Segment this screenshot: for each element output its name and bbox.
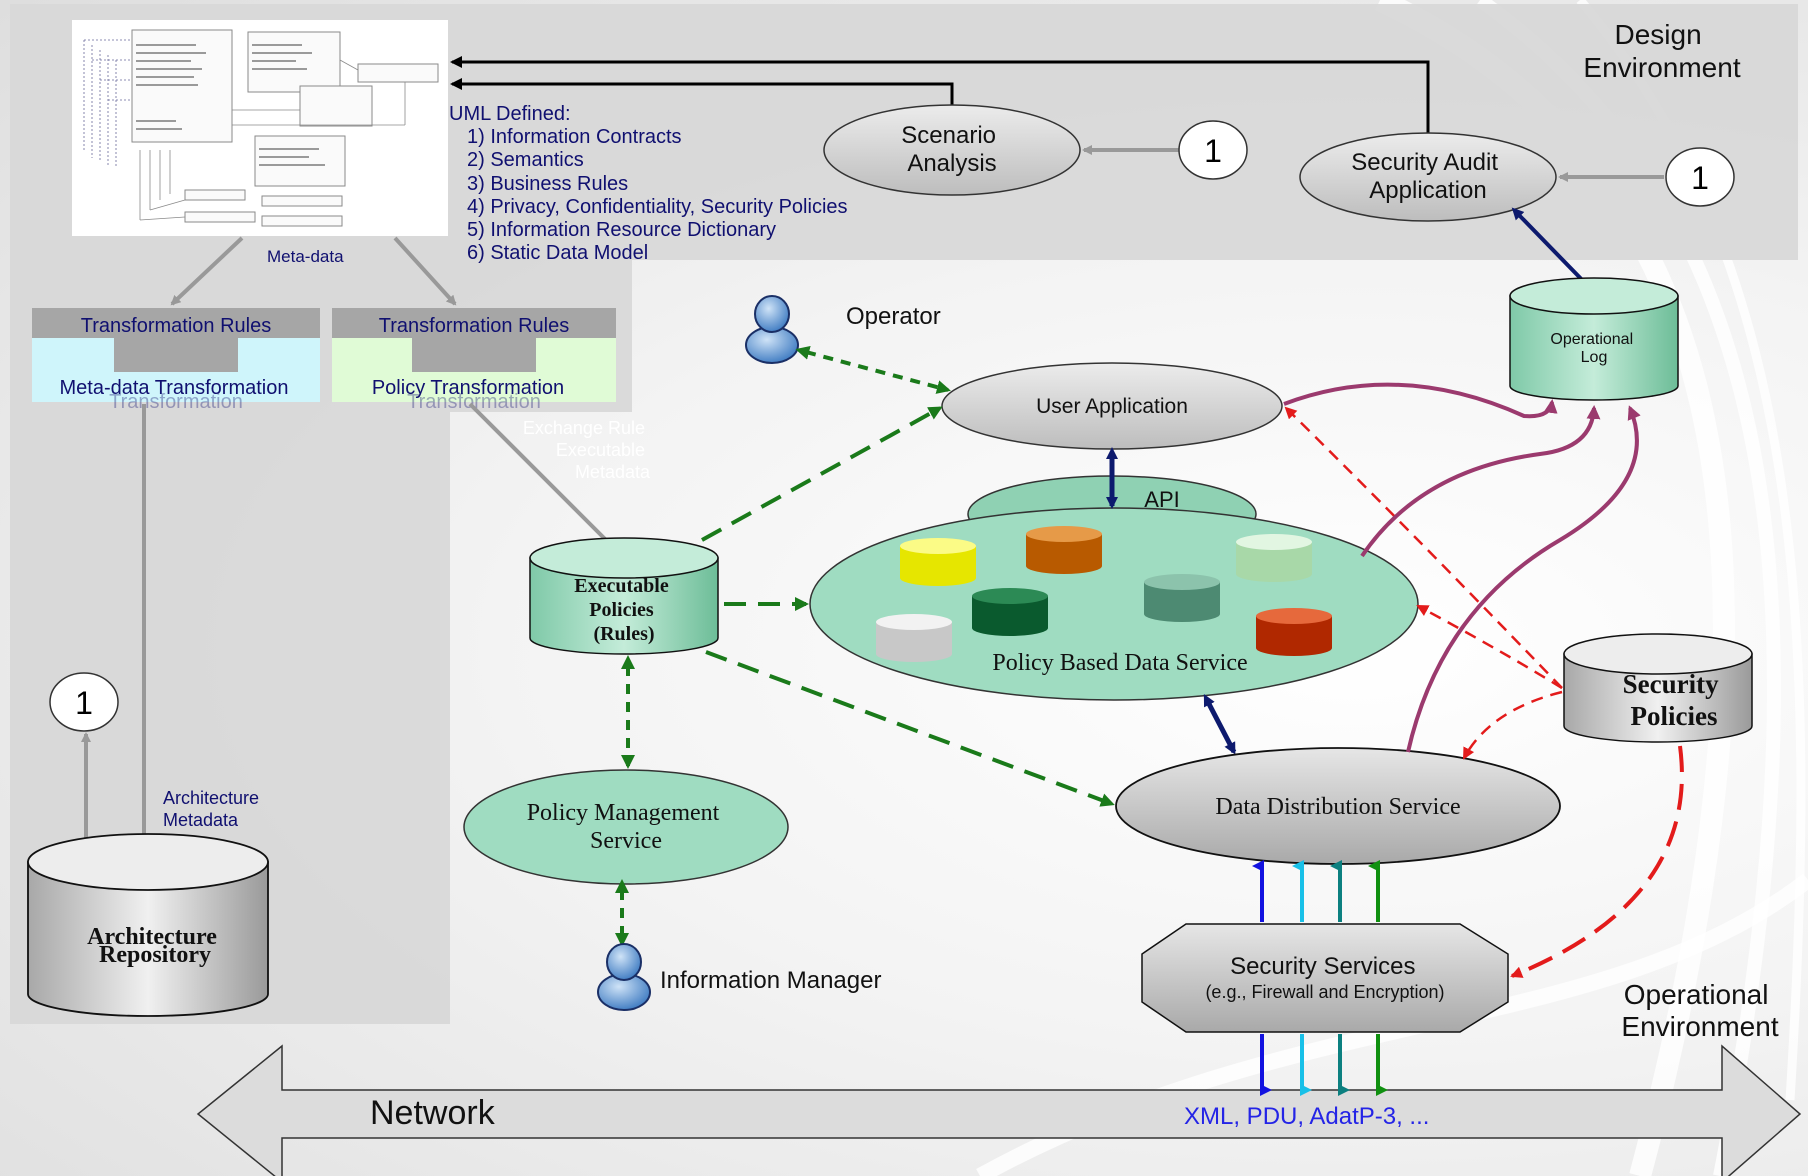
security-to-network-arrows xyxy=(1260,1034,1388,1096)
marker-one-architecture: 1 xyxy=(49,672,119,732)
operator-user-app-link xyxy=(795,346,951,394)
dds-to-log-arrow xyxy=(1406,405,1641,753)
user-app-to-log-arrow xyxy=(1283,382,1558,419)
policy-to-dds-arrow xyxy=(1462,690,1563,760)
teal-data-store xyxy=(1144,574,1220,622)
uml-to-metadata-transform-arrow xyxy=(170,236,244,306)
svg-text:1: 1 xyxy=(75,685,93,721)
uml-to-policy-transform-arrow xyxy=(393,236,457,306)
operator-person-icon xyxy=(745,295,799,364)
security-to-dds-arrows xyxy=(1252,860,1380,922)
red-data-store xyxy=(1256,608,1332,656)
yellow-data-store xyxy=(900,538,976,586)
policy-transformation-ghost: Transformation xyxy=(407,391,541,413)
policy-to-security-services-arrow xyxy=(1510,745,1684,978)
gray-data-store xyxy=(876,614,952,662)
dark-green-data-store xyxy=(972,588,1048,636)
policy-management-service: Policy Management Service xyxy=(463,769,789,885)
audit-log-link xyxy=(1511,207,1593,291)
svg-text:Security Policies: Security Policies xyxy=(1623,669,1726,731)
svg-text:API: API xyxy=(1144,487,1179,512)
light-green-data-store xyxy=(1236,534,1312,582)
audit-to-uml-arrow xyxy=(450,56,1430,134)
information-manager-label: Information Manager xyxy=(660,967,881,994)
svg-text:User Application: User Application xyxy=(1036,395,1188,418)
scenario-analysis-node: Scenario Analysis xyxy=(823,104,1081,196)
svg-text:1: 1 xyxy=(1691,160,1709,196)
data-service-to-log-arrow xyxy=(1360,405,1601,558)
data-store-cylinders xyxy=(876,526,1332,662)
uml-diagram-thumbnail xyxy=(72,20,448,236)
metadata-label: Meta-data xyxy=(267,247,344,266)
metadata-transformation-box: Transformation Rules Transformation Meta… xyxy=(32,308,320,413)
metadata-transformation-label: Meta-data Transformation xyxy=(60,377,289,399)
svg-text:Data Distribution Service: Data Distribution Service xyxy=(1215,794,1460,820)
policy-transformation-header: Transformation Rules xyxy=(379,315,569,337)
user-application-node: User Application xyxy=(941,362,1283,450)
svg-text:Scenario Analysis: Scenario Analysis xyxy=(901,122,1002,177)
architecture-metadata-label: Architecture Metadata xyxy=(163,788,264,830)
exec-to-dds-arrow xyxy=(705,650,1115,807)
faded-exchange-rule-text: Exchange Rule Executable Metadata xyxy=(523,418,651,482)
svg-text:Executable Policies: Executable Policies (Rules) xyxy=(574,575,673,645)
uml-defined-list: UML Defined: 1) Information Contracts 2)… xyxy=(449,103,853,264)
policy-transformation-label: Policy Transformation xyxy=(372,377,564,399)
executable-policies-cylinder: Executable Policies (Rules) xyxy=(529,537,719,655)
operator-label: Operator xyxy=(846,303,941,330)
security-audit-node: Security Audit Application xyxy=(1299,132,1557,222)
security-policies-cylinder: Security Policies xyxy=(1563,633,1753,743)
policy-based-data-service: Policy Based Data Service xyxy=(809,507,1419,701)
svg-text:Policy Management Servic: Policy Management Service xyxy=(527,800,726,854)
svg-text:Architecture Repository: Architecture Repository xyxy=(87,924,223,968)
operational-environment-title: Operational Environment xyxy=(1621,979,1778,1042)
svg-text:Policy Based Data Service: Policy Based Data Service xyxy=(992,650,1247,676)
design-environment-title: Design Environment xyxy=(1583,19,1740,83)
svg-text:Operational Log: Operational Log xyxy=(1550,331,1637,366)
scenario-to-uml-arrow xyxy=(450,78,954,110)
network-label: Network xyxy=(370,1094,496,1132)
security-services-node: Security Services (e.g., Firewall and En… xyxy=(1141,923,1509,1033)
policy-transform-to-exec-arrow xyxy=(468,402,616,550)
svg-text:Security Services (e.g.,: Security Services (e.g., Firewall and En… xyxy=(1205,953,1444,1002)
orange-data-store xyxy=(1026,526,1102,574)
exec-to-user-app-arrow xyxy=(701,406,943,542)
metadata-transformation-header: Transformation Rules xyxy=(81,315,271,337)
marker-one-scenario: 1 xyxy=(1178,120,1248,180)
operational-log-cylinder: Operational Log xyxy=(1509,277,1679,401)
data-service-dds-link xyxy=(1203,694,1237,755)
svg-text:Security Audit Applicati: Security Audit Application xyxy=(1351,149,1504,204)
svg-text:1: 1 xyxy=(1204,133,1222,169)
marker-one-audit: 1 xyxy=(1665,147,1735,207)
policy-to-user-app-arrow xyxy=(1284,406,1563,689)
policy-to-data-service-arrow xyxy=(1416,604,1563,690)
protocols-label: XML, PDU, AdatP-3, ... xyxy=(1184,1103,1429,1130)
network-arrow: Network XML, PDU, AdatP-3, ... xyxy=(196,1044,1802,1176)
architecture-repository-cylinder: Architecture Repository xyxy=(27,833,269,1017)
information-manager-person-icon xyxy=(597,943,651,1011)
data-distribution-service: Data Distribution Service xyxy=(1115,747,1561,865)
policy-transformation-box: Transformation Rules Transformation Poli… xyxy=(332,308,616,413)
